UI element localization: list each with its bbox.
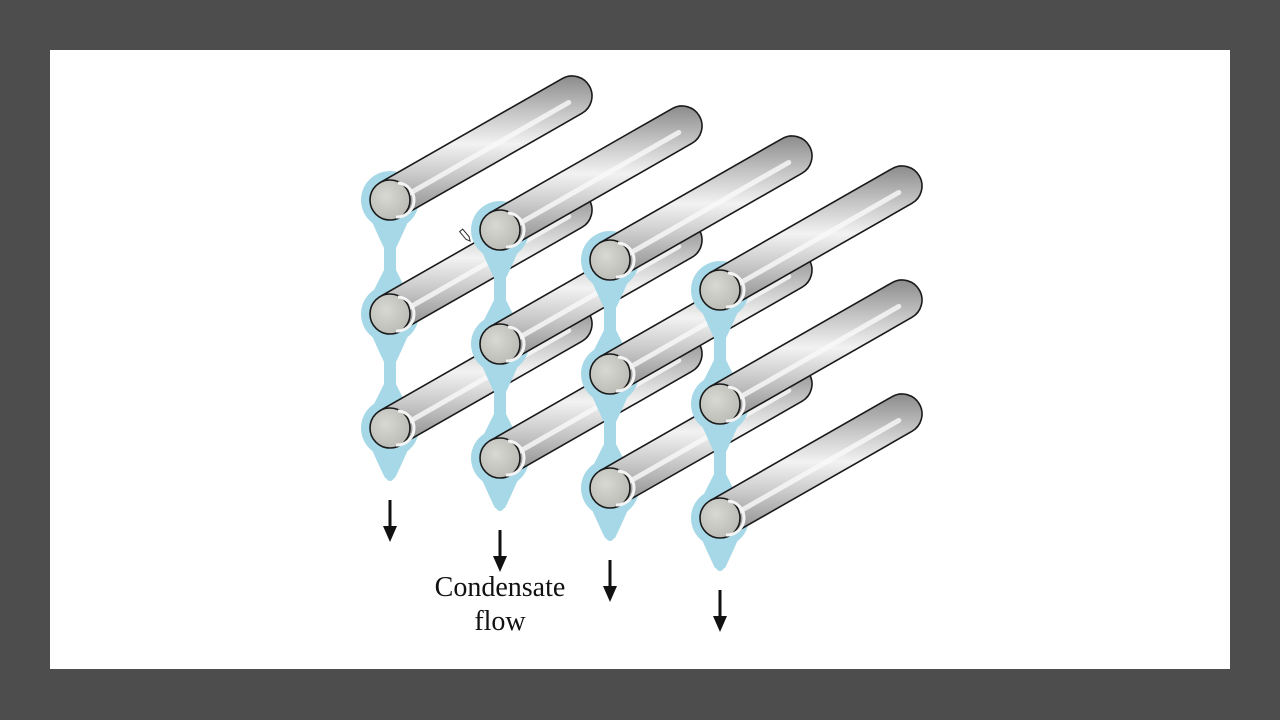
down-arrow-icon (603, 560, 617, 602)
condensate-flow-arrows (383, 500, 727, 632)
slide-canvas: Condensate flow (50, 50, 1230, 669)
tube (479, 105, 703, 251)
tube (699, 165, 923, 311)
down-arrow-icon (383, 500, 397, 542)
caption-line-flow: flow (474, 606, 526, 637)
caption-line-condensate: Condensate (435, 572, 566, 603)
down-arrow-icon (493, 530, 507, 572)
tube-bank (361, 75, 923, 571)
tube (699, 279, 923, 425)
condenser-tube-bank-diagram: Condensate flow (361, 75, 923, 637)
down-arrow-icon (713, 590, 727, 632)
tube (589, 135, 813, 281)
condensate-flow-caption: Condensate flow (435, 572, 566, 637)
pencil-cursor-icon (458, 228, 471, 242)
tube (369, 75, 593, 221)
tube (699, 393, 923, 539)
